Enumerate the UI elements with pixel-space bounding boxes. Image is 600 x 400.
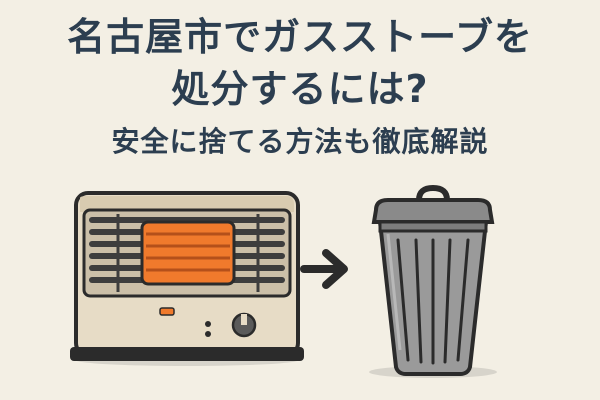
right-arrow-icon bbox=[300, 249, 348, 289]
subtitle: 安全に捨てる方法も徹底解説 bbox=[111, 125, 489, 158]
title-line-2: 処分するには? bbox=[171, 67, 429, 111]
trash-can-icon bbox=[369, 184, 497, 378]
gas-heater-icon bbox=[70, 191, 304, 366]
title-line-1: 名古屋市でガスストーブを bbox=[67, 15, 533, 59]
